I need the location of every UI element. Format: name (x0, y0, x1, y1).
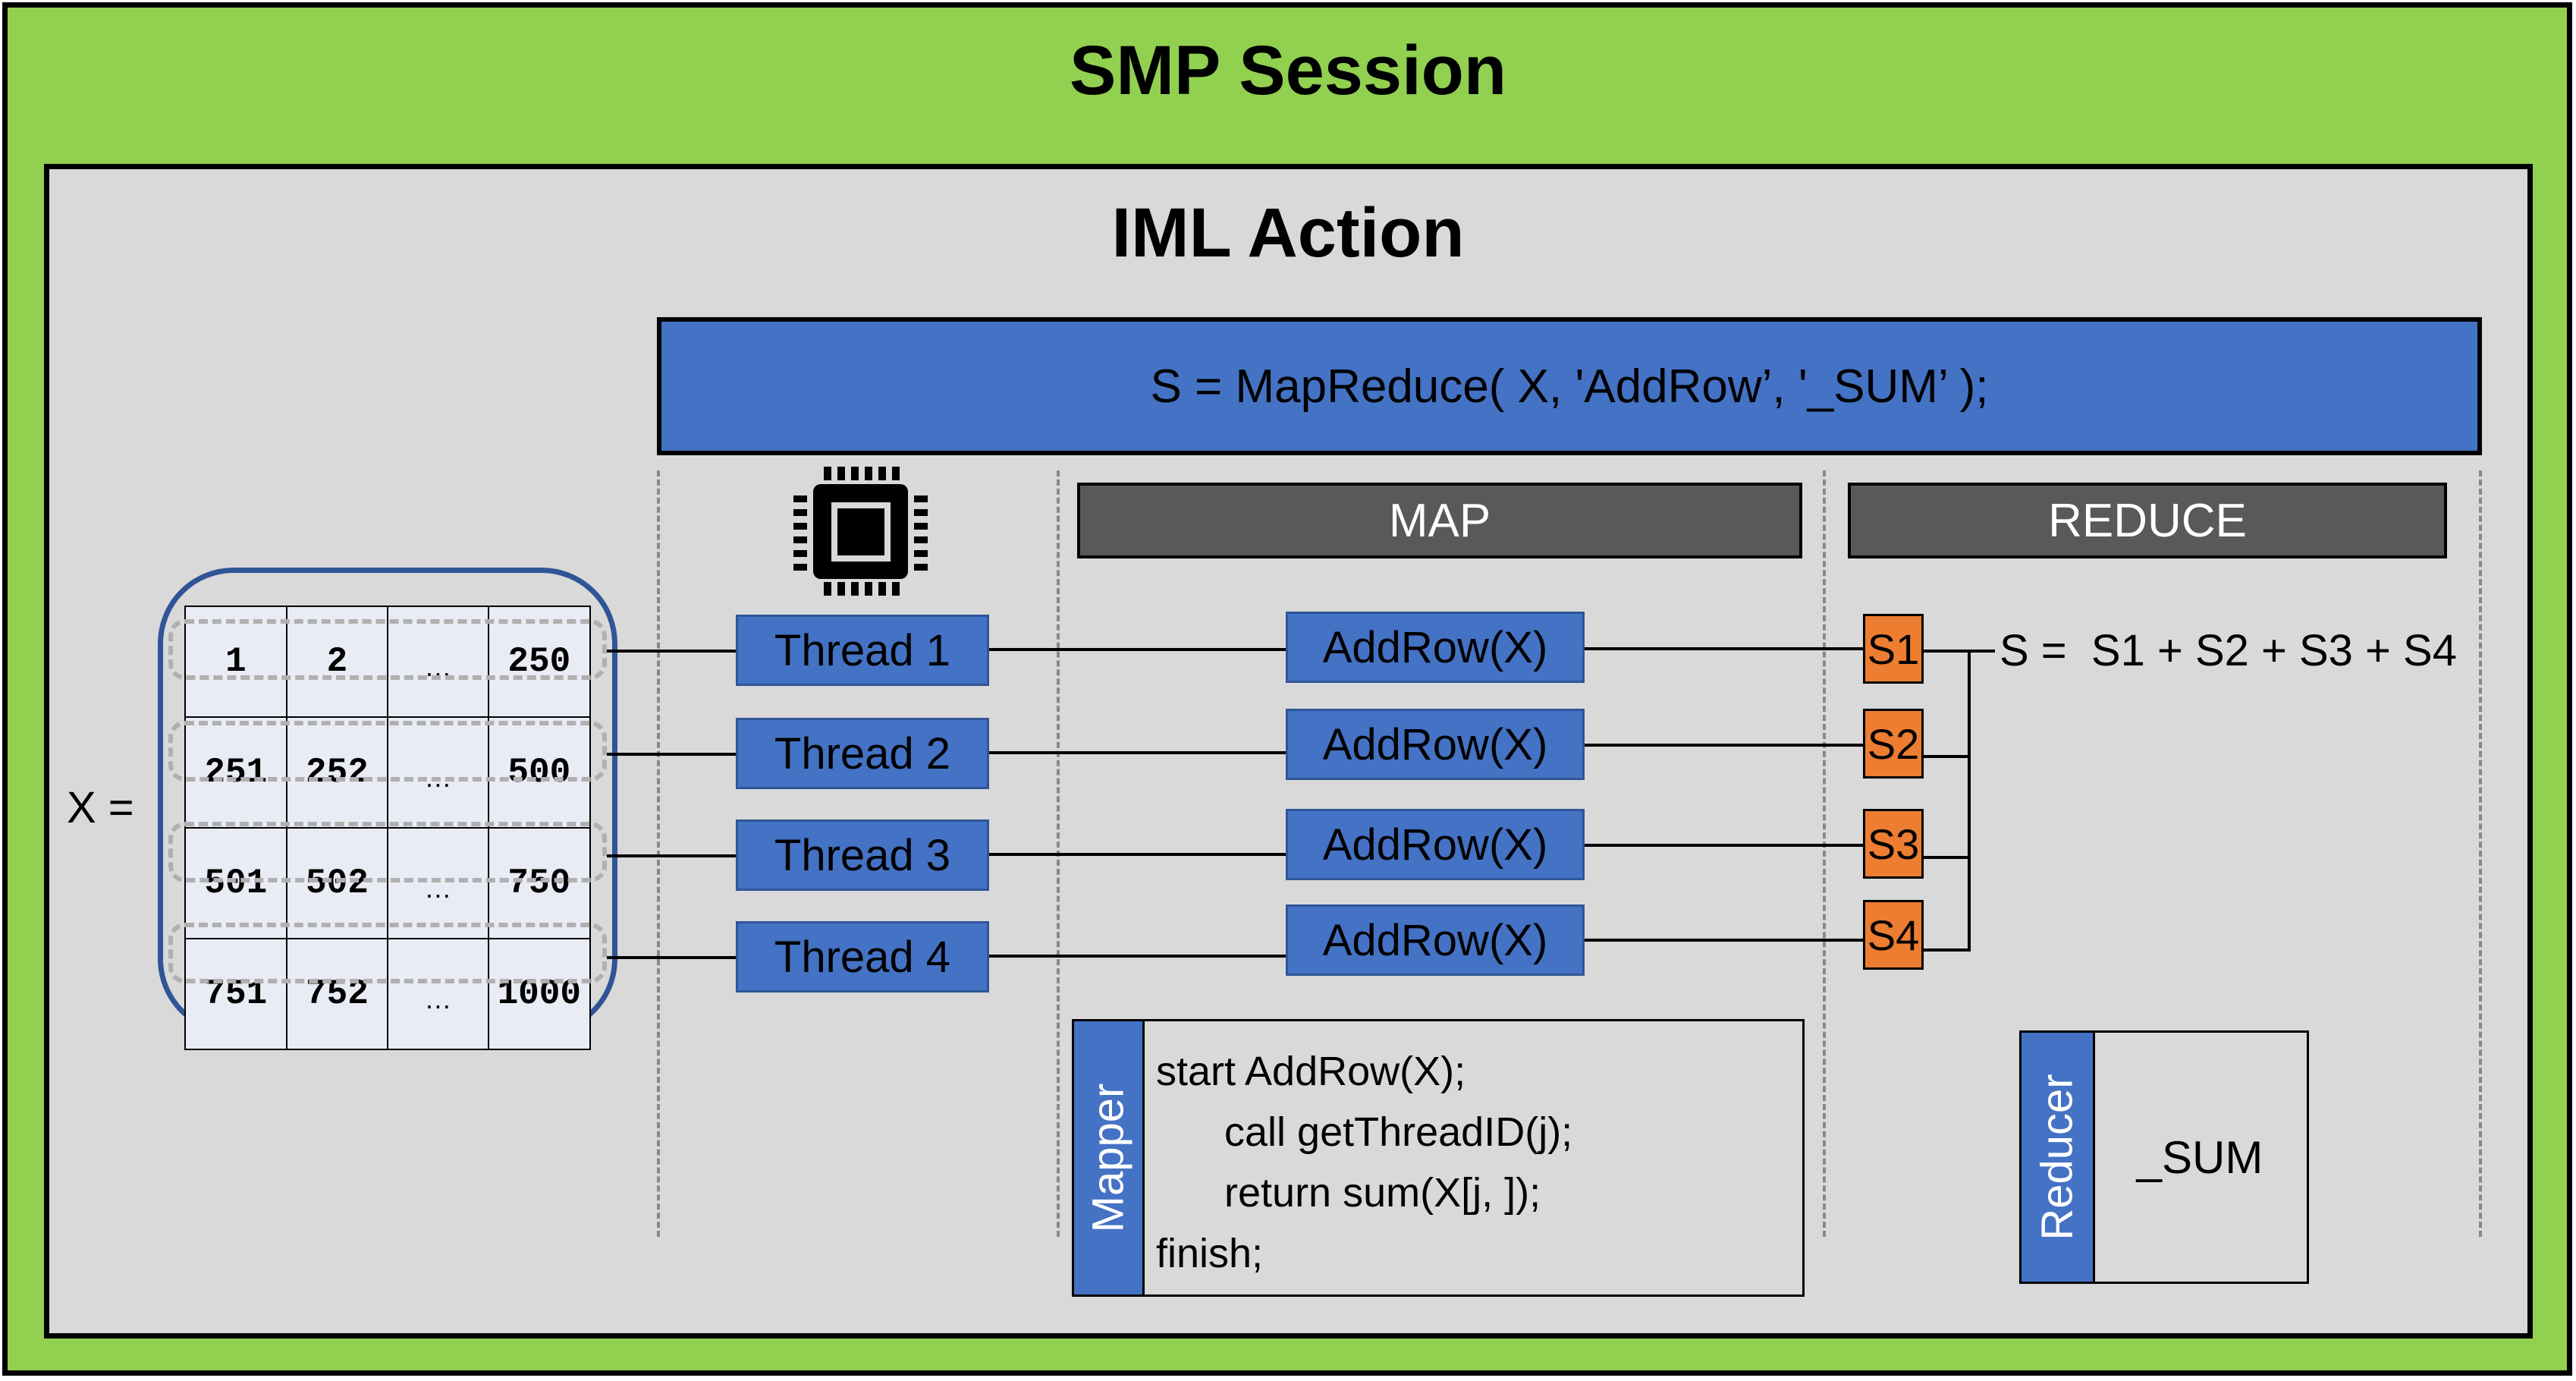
reduce-connector (1922, 755, 1971, 758)
partial-sum-label: S3 (1867, 819, 1920, 868)
mapper-function-label: AddRow(X) (1322, 819, 1548, 870)
matrix-row: 251 252 … 500 (184, 716, 592, 829)
reducer-label-strip: Reducer (2022, 1033, 2095, 1282)
map-header-label: MAP (1388, 494, 1491, 547)
matrix-cell: … (387, 716, 489, 829)
matrix-cell: 501 (184, 827, 287, 939)
matrix-cell: 752 (285, 938, 389, 1050)
row-partition-highlight (168, 822, 607, 882)
matrix-label: X = (67, 783, 134, 832)
column-divider (657, 470, 660, 1237)
connector-line (1583, 844, 1865, 847)
matrix-cell: … (387, 827, 489, 939)
thread-box: Thread 3 (736, 819, 989, 891)
code-line: finish; (1156, 1231, 1264, 1276)
mapper-label-strip: Mapper (1074, 1021, 1145, 1294)
row-partition-highlight (168, 923, 607, 983)
matrix-cell: 252 (285, 716, 389, 829)
matrix-cell: 250 (487, 606, 592, 718)
matrix-cell: 500 (487, 716, 592, 829)
connector-line (988, 955, 1287, 958)
row-partition-highlight (168, 721, 607, 782)
matrix-cell: 751 (184, 938, 287, 1050)
connector-line (1583, 939, 1865, 942)
mapreduce-call-text: S = MapReduce( X, 'AddRow’, '_SUM’ ); (1150, 360, 1989, 413)
reduce-connector (1922, 856, 1971, 859)
map-header: MAP (1077, 483, 1802, 558)
mapreduce-call-banner: S = MapReduce( X, 'AddRow’, '_SUM’ ); (657, 317, 2482, 455)
thread-box: Thread 2 (736, 718, 989, 789)
reducer-box: Reducer _SUM (2019, 1030, 2309, 1284)
connector-line (607, 956, 737, 959)
matrix-cell: 750 (487, 827, 592, 939)
iml-action-title: IML Action (1111, 194, 1465, 272)
thread-box: Thread 1 (736, 615, 989, 686)
smp-session-title: SMP Session (1069, 32, 1507, 109)
reduce-header: REDUCE (1848, 483, 2447, 558)
connector-line (988, 751, 1287, 754)
partial-sum-label: S1 (1867, 624, 1920, 673)
matrix-cell: … (387, 938, 489, 1050)
reduce-bracket (1968, 650, 1971, 952)
connector-line (1583, 744, 1865, 747)
thread-label: Thread 4 (774, 932, 951, 982)
matrix-cell: 1 (184, 606, 287, 718)
thread-box: Thread 4 (736, 921, 989, 992)
partial-sum-label: S4 (1867, 911, 1920, 959)
thread-label: Thread 1 (774, 625, 951, 675)
mapper-function-box: AddRow(X) (1286, 612, 1585, 683)
reduce-header-label: REDUCE (2048, 494, 2247, 547)
mapper-function-label: AddRow(X) (1322, 915, 1548, 965)
connector-line (988, 648, 1287, 651)
reducer-label: Reducer (2032, 1074, 2082, 1241)
column-divider (2479, 470, 2482, 1237)
reduce-connector (1922, 948, 1971, 952)
connector-line (1583, 647, 1865, 650)
connector-line (607, 854, 737, 857)
partial-sum-box: S4 (1863, 900, 1924, 970)
matrix-cell: 2 (285, 606, 389, 718)
mapper-function-label: AddRow(X) (1322, 622, 1548, 672)
connector-line (988, 853, 1287, 856)
matrix-row: 501 502 … 750 (184, 827, 592, 939)
mapper-code: start AddRow(X); call getThreadID(j); re… (1156, 1041, 1572, 1284)
connector-line (607, 753, 737, 756)
row-partition-highlight (168, 619, 607, 680)
partial-sum-label: S2 (1867, 719, 1920, 768)
reducer-value: _SUM (2136, 1131, 2263, 1183)
partial-sum-box: S2 (1863, 709, 1924, 779)
matrix-cell: 251 (184, 716, 287, 829)
mapper-code-box: Mapper start AddRow(X); call getThreadID… (1072, 1019, 1805, 1297)
connector-line (607, 650, 737, 653)
column-divider (1823, 470, 1826, 1237)
mapper-function-box: AddRow(X) (1286, 809, 1585, 880)
mapper-function-box: AddRow(X) (1286, 904, 1585, 976)
reduce-equation: S = S1 + S2 + S3 + S4 (2000, 626, 2457, 675)
code-line: call getThreadID(j); (1156, 1109, 1573, 1155)
mapper-function-label: AddRow(X) (1322, 719, 1548, 769)
matrix-cell: 502 (285, 827, 389, 939)
mapper-label: Mapper (1083, 1083, 1133, 1233)
thread-label: Thread 3 (774, 830, 951, 880)
thread-label: Thread 2 (774, 728, 951, 779)
partial-sum-box: S3 (1863, 809, 1924, 879)
code-line: start AddRow(X); (1156, 1049, 1466, 1094)
mapper-function-box: AddRow(X) (1286, 709, 1585, 780)
partial-sum-box: S1 (1863, 614, 1924, 684)
reduce-connector (1922, 650, 1995, 653)
code-line: return sum(X[j, ]); (1156, 1170, 1541, 1216)
cpu-chip-icon (793, 467, 928, 596)
